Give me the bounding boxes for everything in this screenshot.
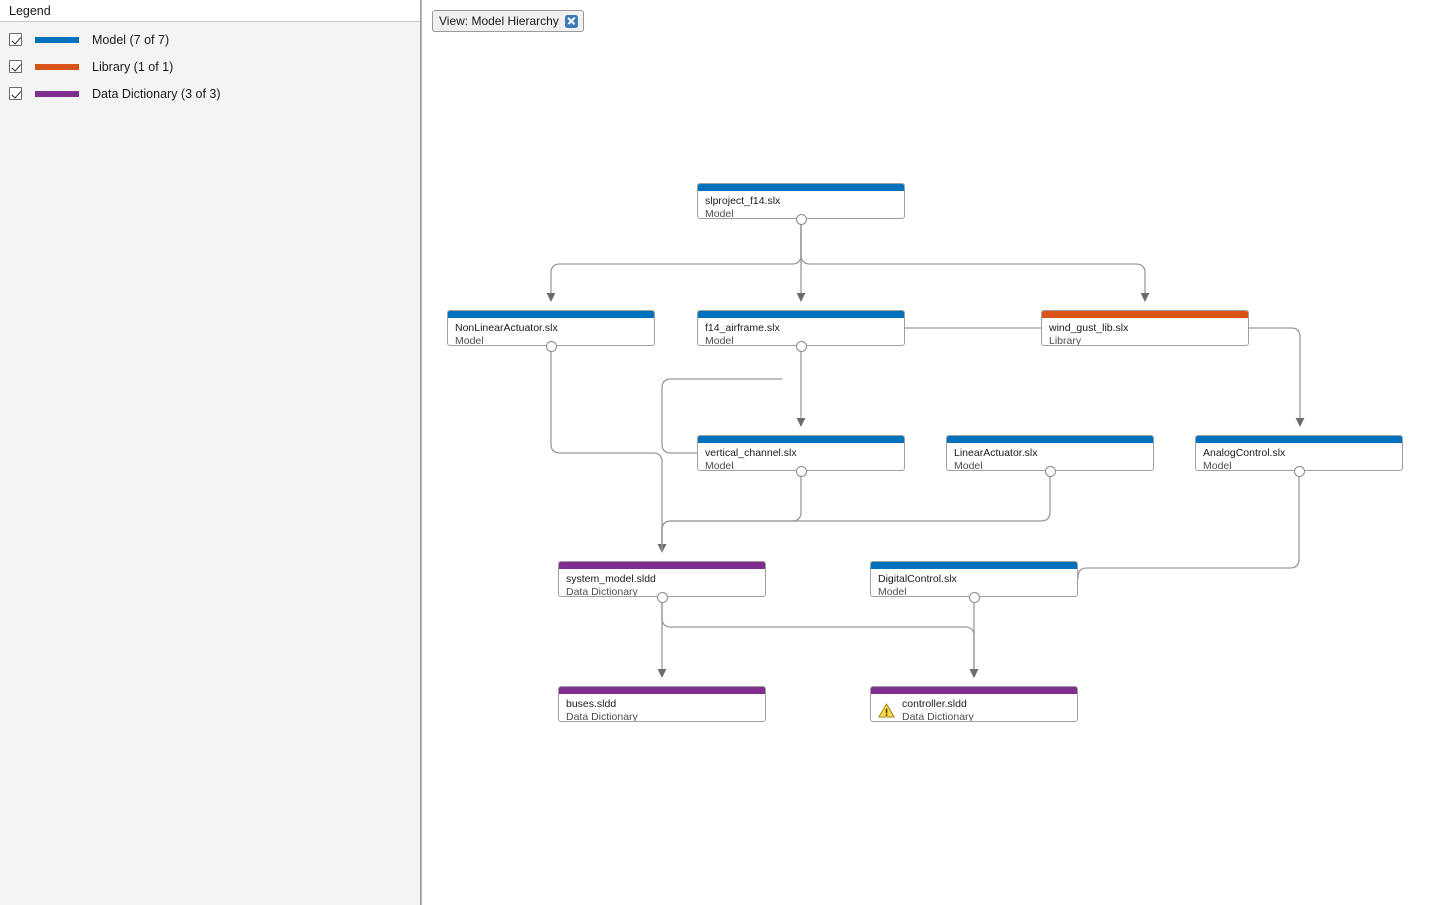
node-port-f14_airframe[interactable]	[795, 340, 807, 352]
node-subtitle: Model	[705, 460, 734, 471]
node-type-bar	[1042, 311, 1248, 318]
node-port-vertical_channel[interactable]	[795, 465, 807, 477]
graph-edge	[546, 224, 802, 302]
checkbox-model[interactable]	[9, 33, 22, 46]
node-port-LinearActuator[interactable]	[1044, 465, 1056, 477]
color-swatch-icon	[35, 90, 79, 97]
node-subtitle: Data Dictionary	[902, 711, 974, 722]
node-title: wind_gust_lib.slx	[1049, 322, 1129, 334]
close-icon[interactable]	[564, 14, 578, 28]
node-subtitle: Data Dictionary	[566, 711, 638, 722]
checkbox-library[interactable]	[9, 60, 22, 73]
node-title: system_model.sldd	[566, 573, 656, 585]
legend-item-label: Library (1 of 1)	[92, 59, 174, 74]
legend-item-label: Data Dictionary (3 of 3)	[92, 86, 221, 101]
node-title: LinearActuator.slx	[954, 447, 1038, 459]
node-title: f14_airframe.slx	[705, 322, 780, 334]
view-filter-chip-label: View: Model Hierarchy	[439, 14, 559, 28]
graph-edge	[800, 224, 1150, 302]
node-type-bar	[559, 687, 765, 694]
node-subtitle: Model	[705, 335, 734, 346]
node-subtitle: Model	[878, 586, 907, 597]
node-title: NonLinearActuator.slx	[455, 322, 558, 334]
node-type-bar	[947, 436, 1153, 443]
node-title: AnalogControl.slx	[1203, 447, 1286, 459]
graph-edge	[661, 476, 1051, 552]
graph-edge	[1077, 476, 1300, 579]
node-port-system_model[interactable]	[656, 591, 668, 603]
node-type-bar	[871, 562, 1077, 569]
node-type-bar	[1196, 436, 1402, 443]
legend-panel: Legend Model (7 of 7) Library (1 of 1) Dat…	[0, 0, 421, 905]
node-title: DigitalControl.slx	[878, 573, 957, 585]
node-title: buses.sldd	[566, 698, 617, 710]
node-type-bar	[698, 311, 904, 318]
checkbox-data-dictionary[interactable]	[9, 87, 22, 100]
node-type-bar	[698, 436, 904, 443]
node-subtitle: Model	[455, 335, 484, 346]
node-subtitle: Model	[705, 208, 734, 219]
legend-item-data-dictionary[interactable]: Data Dictionary (3 of 3)	[0, 80, 420, 107]
color-swatch-icon	[35, 36, 79, 43]
color-swatch-icon	[35, 63, 79, 70]
graph-edge	[661, 476, 802, 552]
node-title: slproject_f14.slx	[705, 195, 781, 207]
node-type-bar	[448, 311, 654, 318]
node-port-DigitalControl[interactable]	[968, 591, 980, 603]
legend-list: Model (7 of 7) Library (1 of 1) Data Dicti…	[0, 22, 420, 107]
graph-edge	[1249, 327, 1305, 427]
node-title: vertical_channel.slx	[705, 447, 797, 459]
node-subtitle: Library	[1049, 335, 1082, 346]
node-port-NonLinearActuator[interactable]	[545, 340, 557, 352]
legend-item-label: Model (7 of 7)	[92, 32, 170, 47]
graph-edge	[661, 602, 979, 678]
node-port-AnalogControl[interactable]	[1293, 465, 1305, 477]
node-port-slproject_f14[interactable]	[795, 213, 807, 225]
node-subtitle: Model	[1203, 460, 1232, 471]
legend-title: Legend	[9, 3, 51, 18]
legend-header: Legend	[0, 0, 420, 22]
node-subtitle: Data Dictionary	[566, 586, 638, 597]
warning-icon[interactable]	[878, 703, 895, 718]
legend-item-model[interactable]: Model (7 of 7)	[0, 26, 420, 53]
node-subtitle: Model	[954, 460, 983, 471]
node-type-bar	[698, 184, 904, 191]
graph-edge	[550, 351, 667, 553]
node-title: controller.sldd	[902, 698, 967, 710]
legend-item-library[interactable]: Library (1 of 1)	[0, 53, 420, 80]
view-filter-chip[interactable]: View: Model Hierarchy	[432, 10, 584, 32]
node-type-bar	[871, 687, 1077, 694]
node-type-bar	[559, 562, 765, 569]
